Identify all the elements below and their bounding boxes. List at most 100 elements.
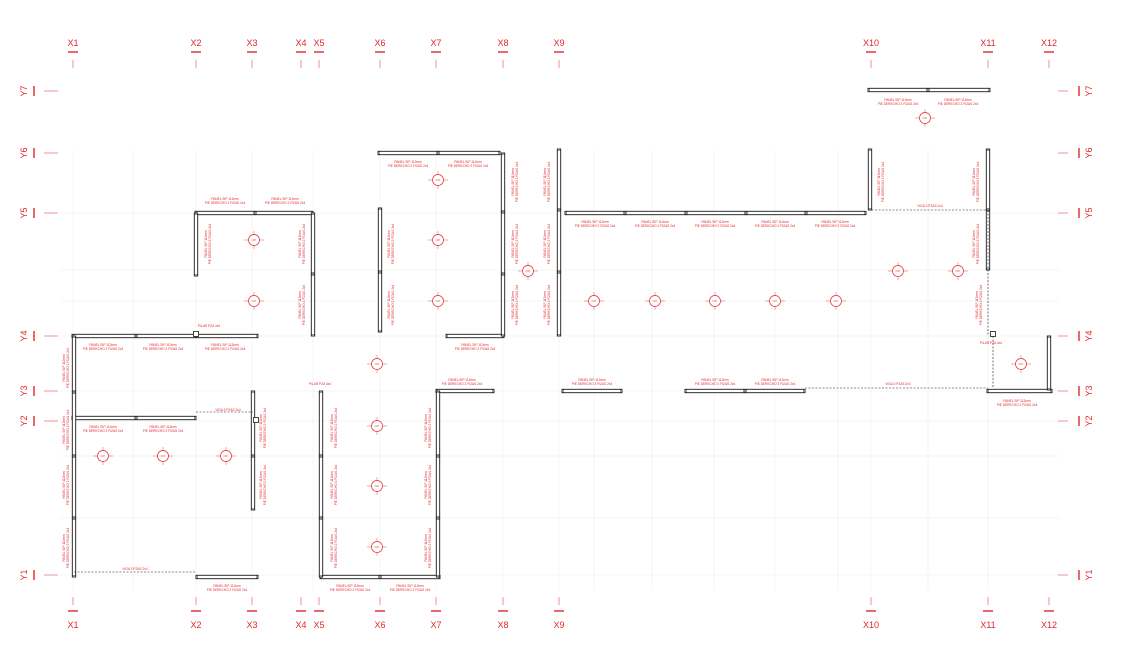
panel-label-line1: PANEL SIP 112mm: [387, 291, 391, 319]
level-marker-circle: [220, 450, 232, 462]
level-marker-text: N.P.: [526, 269, 531, 273]
level-marker-circle: [432, 234, 444, 246]
level-marker-text: N.P.: [375, 424, 380, 428]
axis-label-x: X10: [863, 620, 879, 630]
panel-label-line1: PANEL SIP 112mm: [511, 168, 515, 196]
panel-label-line1: PANEL SIP 112mm: [330, 471, 334, 499]
panel-label-line1: PANEL SIP 112mm: [641, 220, 669, 224]
level-marker-circle: [157, 450, 169, 462]
panel-label-line1: PANEL SIP 112mm: [975, 291, 979, 319]
panel-label-line2: PIE DERECHO 2 FIZAS 2x4: [391, 223, 395, 264]
panel-label-line2: PIE DERECHO 2 FIZAS 2x4: [330, 588, 371, 592]
panel-label-line1: PANEL SIP 112mm: [62, 416, 66, 444]
wall-panel: [684, 388, 746, 394]
axis-label-x: X11: [980, 38, 995, 48]
axis-label-x: X4: [295, 620, 306, 630]
panel-label-line2: PIE DERECHO 2 FIZAS 2x4: [976, 223, 980, 264]
wall-panel: [744, 388, 806, 394]
level-marker-text: N.P.: [1019, 362, 1024, 366]
column-label: PILAR PZA 4x4: [980, 341, 1002, 345]
panel-label-line1: PANEL SIP 112mm: [884, 98, 912, 102]
panel-label-line1: PANEL SIP 112mm: [877, 168, 881, 196]
panel-label-line2: PIE DERECHO 2 FIZAS 2x4: [575, 224, 616, 228]
level-marker-circle: [97, 450, 109, 462]
axis-label-y: Y7: [1084, 85, 1094, 96]
wall-panel: [135, 415, 197, 421]
wall-panel: [71, 333, 137, 339]
axis-label-x: X12: [1041, 620, 1057, 630]
beam-label: VIGA 3 PZAS 2x4: [122, 567, 148, 571]
axis-label-x: X8: [497, 620, 508, 630]
level-marker-circle: [588, 295, 600, 307]
panel-label-line1: PANEL SIP 112mm: [298, 291, 302, 319]
wall-panel: [71, 517, 77, 578]
level-marker-circle: [248, 295, 260, 307]
panel-label-line1: PANEL SIP 112mm: [701, 220, 729, 224]
panel-label-line2: PIE DERECHO 2 FIZAS 2x4: [205, 347, 246, 351]
wall-panel: [561, 388, 623, 394]
axis-label-y: Y6: [1084, 147, 1094, 158]
axis-label-x: X6: [374, 38, 385, 48]
panel-label-line2: PIE DERECHO 2 FIZAS 2x4: [66, 464, 70, 505]
wall-panel: [500, 273, 506, 337]
panel-label-line2: PIE DERECHO 2 FIZAS 2x4: [755, 382, 796, 386]
wall-panel: [556, 271, 562, 337]
level-marker-text: N.P.: [436, 299, 441, 303]
panel-label-line1: PANEL SIP 112mm: [387, 230, 391, 258]
axis-label-x: X2: [190, 38, 201, 48]
panel-label-line2: PIE DERECHO 2 FIZAS 2x4: [515, 223, 519, 264]
panel-label-line1: PANEL SIP 112mm: [149, 343, 177, 347]
panel-label-line2: PIE DERECHO 2 FIZAS 2x4: [390, 588, 431, 592]
wall-panel: [435, 388, 495, 394]
panel-label-line1: PANEL SIP 112mm: [330, 414, 334, 442]
panel-label-line1: PANEL SIP 112mm: [259, 471, 263, 499]
wall-panel: [927, 87, 991, 93]
axis-label-y: Y1: [1084, 569, 1094, 580]
panel-label-line2: PIE DERECHO 2 FIZAS 2x4: [302, 284, 306, 325]
level-marker-text: N.P.: [773, 299, 778, 303]
panel-label-line2: PIE DERECHO 2 FIZAS 2x4: [428, 464, 432, 505]
panel-label-line2: PIE DERECHO 2 FIZAS 2x4: [515, 284, 519, 325]
axis-label-y: Y3: [1084, 385, 1094, 396]
level-marker-circle: [769, 295, 781, 307]
axis-label-x: X1: [67, 620, 78, 630]
wall-panel: [500, 152, 506, 213]
panel-label-line2: PIE DERECHO 2 FIZAS 2x4: [547, 223, 551, 264]
level-marker-text: N.P.: [252, 299, 257, 303]
level-marker-text: N.P.: [834, 299, 839, 303]
wall-panel: [193, 212, 199, 277]
panel-label-line2: PIE DERECHO 2 FIZAS 2x4: [635, 224, 676, 228]
panel-label-line2: PIE DERECHO 2 FIZAS 2x4: [265, 201, 306, 205]
panel-label-line2: PIE DERECHO 2 FIZAS 2x4: [302, 223, 306, 264]
panel-label-line2: PIE DERECHO 2 FIZAS 2x4: [334, 527, 338, 568]
wall-panel: [435, 455, 441, 519]
column-square: [990, 331, 996, 337]
wall-panel: [195, 333, 259, 339]
level-marker-circle: [432, 174, 444, 186]
wall-panel: [194, 210, 256, 216]
panel-label-line1: PANEL SIP 112mm: [424, 534, 428, 562]
panel-label-line1: PANEL SIP 112mm: [543, 230, 547, 258]
panel-label-line1: PANEL SIP 112mm: [424, 414, 428, 442]
panel-label-line2: PIE DERECHO 2 FIZAS 2x4: [572, 382, 613, 386]
axis-label-y: Y5: [1084, 207, 1094, 218]
panel-label-line1: PANEL SIP 112mm: [62, 471, 66, 499]
wall-panel: [1046, 335, 1052, 391]
axis-label-y: Y4: [19, 330, 29, 341]
level-marker-text: N.P.: [436, 238, 441, 242]
panel-label-line1: PANEL SIP 112mm: [204, 230, 208, 258]
panel-label-line2: PIE DERECHO 2 FIZAS 2x4: [997, 403, 1038, 407]
level-marker-text: N.P.: [252, 238, 257, 242]
level-marker-text: N.P.: [161, 454, 166, 458]
panel-label-line2: PIE DERECHO 2 FIZAS 2x4: [263, 464, 267, 505]
wall-panel: [379, 574, 441, 580]
panel-label-line1: PANEL SIP 112mm: [298, 230, 302, 258]
panel-label-line1: PANEL SIP 112mm: [396, 584, 424, 588]
panel-label-line2: PIE DERECHO 2 FIZAS 2x4: [205, 201, 246, 205]
wall-panel: [745, 210, 807, 216]
panel-label-line1: PANEL SIP 112mm: [149, 425, 177, 429]
axis-label-y: Y2: [1084, 415, 1094, 426]
wall-panel: [319, 574, 381, 580]
axis-label-x: X5: [313, 38, 324, 48]
